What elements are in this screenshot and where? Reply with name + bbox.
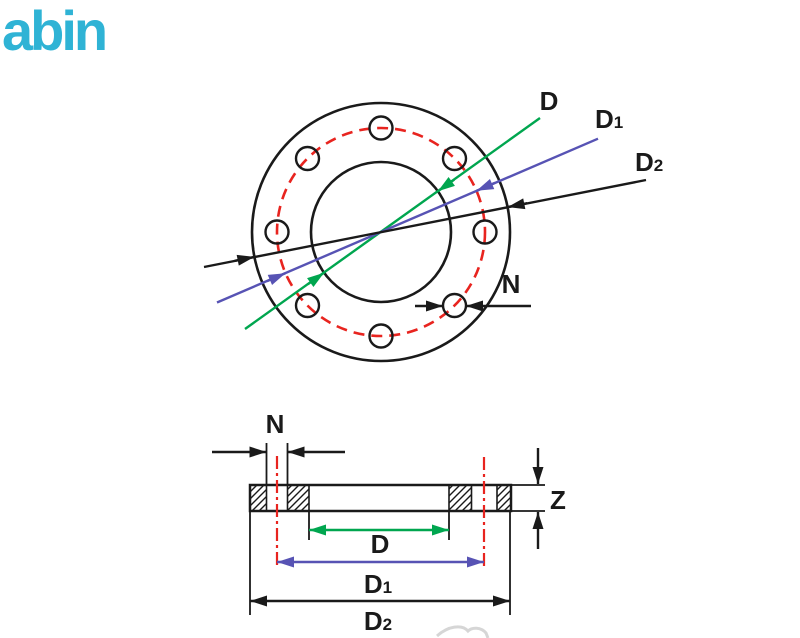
d-arrow-upper bbox=[437, 176, 455, 193]
hatch-left-web bbox=[286, 484, 310, 512]
d1-arrow-upper bbox=[476, 179, 496, 192]
d2-diameter-line bbox=[203, 178, 647, 269]
bolt-hole-top-left bbox=[294, 145, 321, 172]
label-d-section: D bbox=[371, 529, 390, 559]
bolt-hole-top bbox=[368, 115, 394, 141]
hatch-right-web bbox=[448, 484, 473, 512]
d2-arrow-lower bbox=[234, 254, 255, 266]
watermark-squiggle bbox=[435, 625, 490, 638]
flange-section-view: N D D1 D2 Z bbox=[212, 409, 566, 636]
bolt-hole-left bbox=[264, 219, 290, 245]
label-d2-section: D2 bbox=[364, 606, 392, 636]
d-diameter-line bbox=[244, 117, 541, 330]
label-d2-section-base: D bbox=[364, 606, 383, 636]
label-d1-section-subscript: 1 bbox=[383, 578, 392, 597]
brand-logo-text: abin bbox=[2, 0, 105, 62]
label-d2-section-subscript: 2 bbox=[383, 615, 392, 634]
bolt-hole-bottom bbox=[368, 323, 394, 349]
label-d2-top-view: D2 bbox=[635, 147, 663, 177]
label-d1-top-view: D1 bbox=[595, 104, 623, 134]
bore-circle bbox=[309, 160, 453, 304]
hatch-left-rim bbox=[249, 484, 268, 512]
d-arrow-lower bbox=[307, 271, 325, 288]
outer-diameter-circle bbox=[250, 101, 512, 363]
label-n-section: N bbox=[266, 409, 285, 439]
bolt-hole-right bbox=[472, 219, 498, 245]
label-d2-base: D bbox=[635, 147, 654, 177]
label-d1-subscript: 1 bbox=[614, 113, 623, 132]
d1-arrow-lower bbox=[266, 272, 286, 285]
label-d2-subscript: 2 bbox=[654, 156, 663, 175]
section-hatching bbox=[249, 484, 512, 512]
label-d-top-view: D bbox=[540, 86, 559, 116]
label-d1-base: D bbox=[595, 104, 614, 134]
label-z-section: Z bbox=[550, 485, 566, 515]
hatch-right-rim bbox=[496, 484, 512, 512]
label-n-top-view: N bbox=[502, 269, 521, 299]
label-d1-section-base: D bbox=[364, 569, 383, 599]
label-d1-section: D1 bbox=[364, 569, 392, 599]
bolt-hole-bottom-left bbox=[294, 292, 321, 319]
flange-top-view: D D1 D2 N bbox=[203, 86, 663, 363]
d2-arrow-upper bbox=[507, 198, 528, 210]
bolt-holes bbox=[264, 115, 498, 349]
bolt-circle-dashed bbox=[275, 126, 487, 338]
bolt-hole-top-right bbox=[441, 145, 468, 172]
